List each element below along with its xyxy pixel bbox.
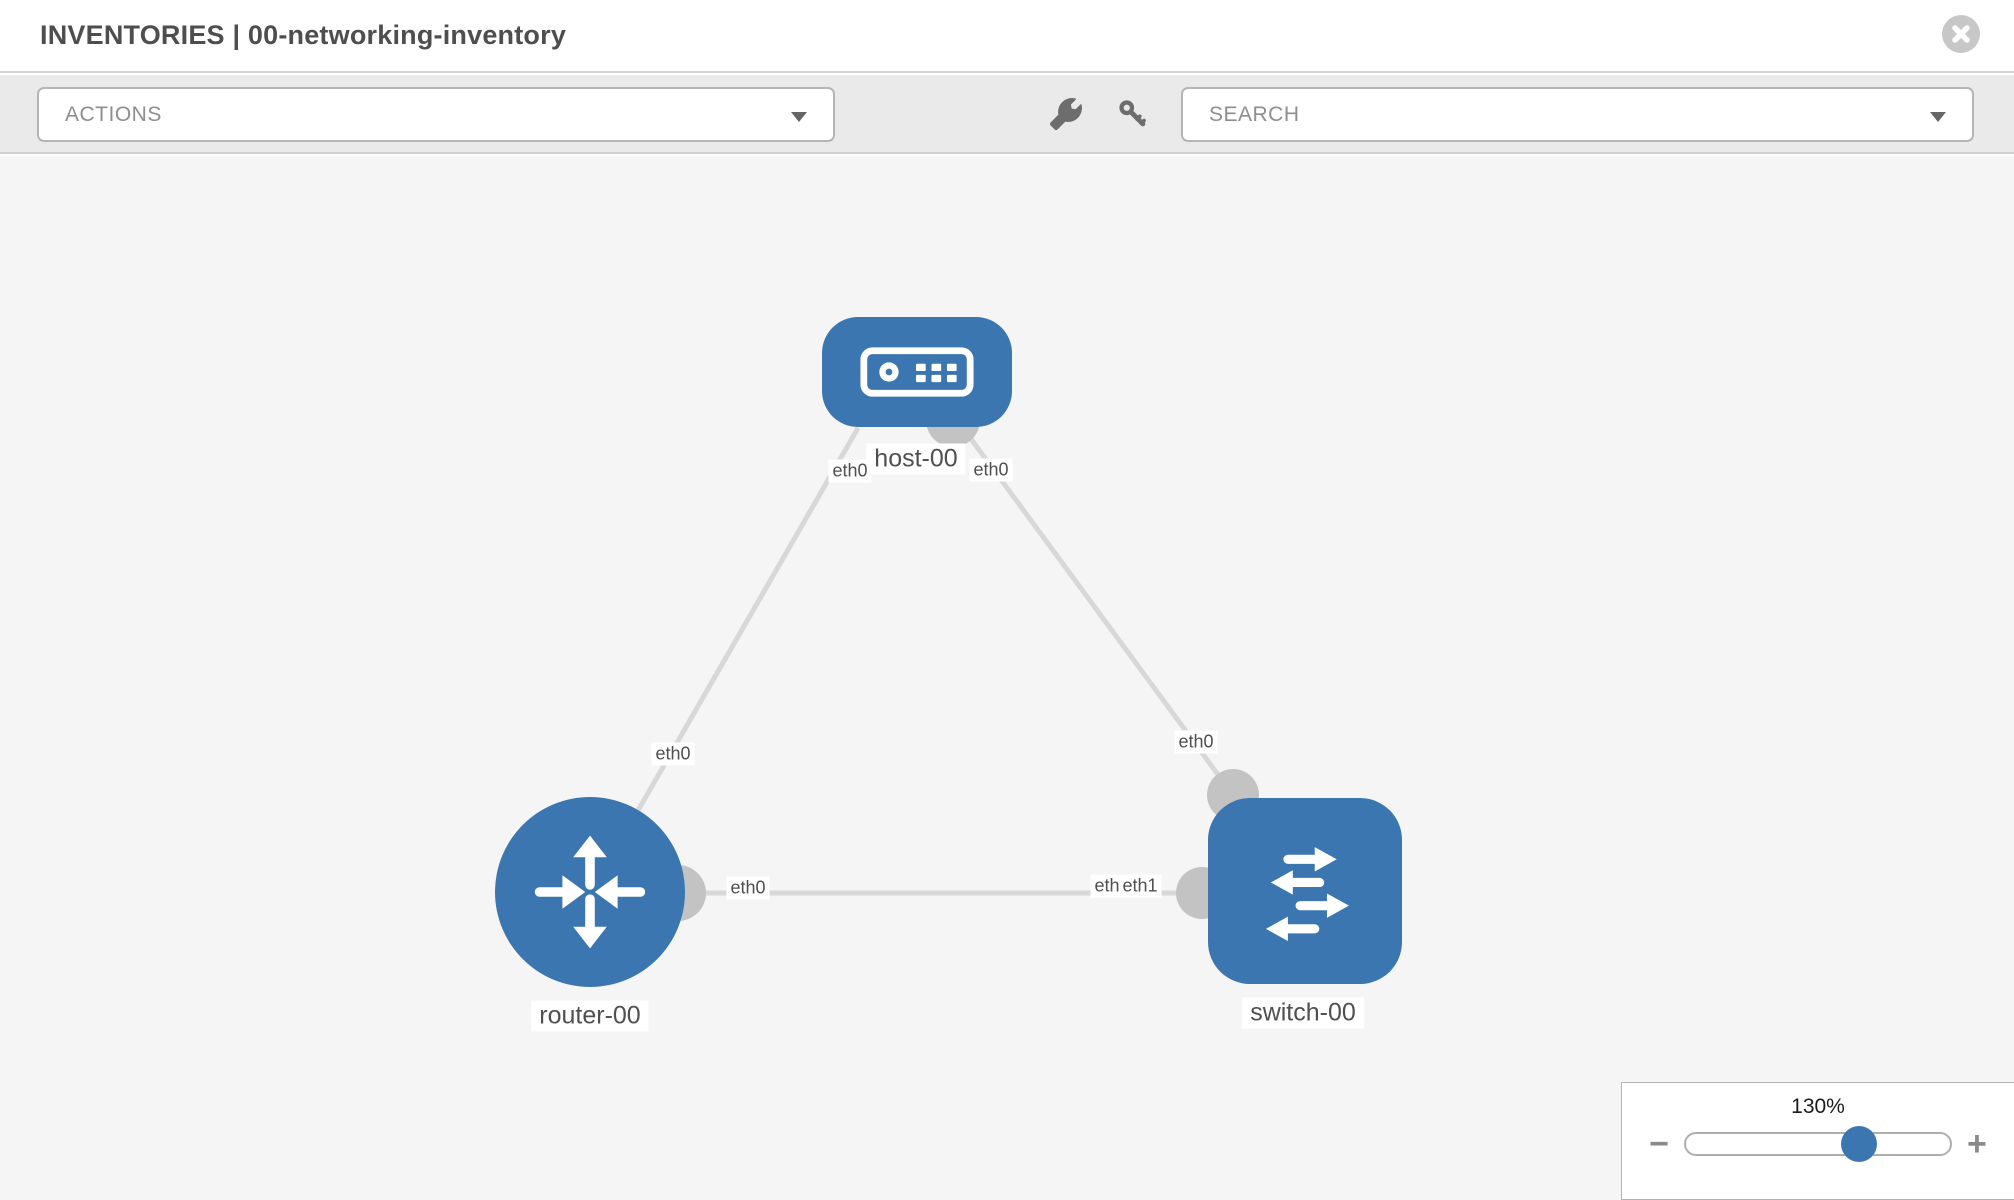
toolbar: ACTIONS SEARCH (0, 75, 2014, 154)
if-label-router-eth0-mid: eth0 (726, 876, 770, 900)
actions-dropdown[interactable]: ACTIONS (37, 87, 835, 142)
zoom-out-button[interactable]: − (1649, 1125, 1669, 1163)
search-dropdown[interactable]: SEARCH (1181, 87, 1974, 142)
header: INVENTORIES | 00-networking-inventory (0, 0, 2014, 73)
chevron-down-icon (1930, 112, 1946, 122)
zoom-slider-track[interactable] (1684, 1126, 1952, 1162)
if-label-host-eth0-right: eth0 (969, 458, 1013, 482)
if-label-router-eth0-uplink: eth0 (651, 742, 695, 766)
chevron-down-icon (791, 112, 807, 122)
if-label-switch-eth0-uplink: eth0 (1174, 730, 1218, 754)
if-label-switch-eth1: eth1 (1118, 874, 1162, 898)
search-label: SEARCH (1209, 102, 1300, 126)
node-label-router: router-00 (531, 1000, 649, 1032)
zoom-level: 130% (1791, 1095, 1845, 1118)
topology-canvas[interactable]: host-00 router-00 switch-00 eth0 eth0 et… (0, 156, 2014, 1200)
actions-label: ACTIONS (65, 102, 162, 126)
node-router[interactable] (495, 797, 685, 987)
router-icon (534, 835, 646, 949)
if-label-host-eth0-left: eth0 (828, 459, 872, 483)
node-switch[interactable] (1208, 798, 1402, 984)
host-icon (860, 347, 974, 397)
wrench-icon[interactable] (1045, 93, 1087, 135)
node-label-switch: switch-00 (1242, 997, 1364, 1029)
zoom-in-button[interactable]: + (1967, 1125, 1987, 1163)
page-title: INVENTORIES | 00-networking-inventory (40, 20, 567, 50)
close-icon (1952, 25, 1970, 43)
node-host[interactable] (822, 317, 1012, 427)
zoom-slider-handle[interactable] (1841, 1126, 1877, 1162)
close-button[interactable] (1942, 15, 1980, 53)
zoom-panel: 130% − + (1621, 1082, 2014, 1200)
key-icon[interactable] (1112, 93, 1154, 135)
node-label-host: host-00 (866, 443, 966, 475)
switch-icon (1265, 847, 1349, 942)
